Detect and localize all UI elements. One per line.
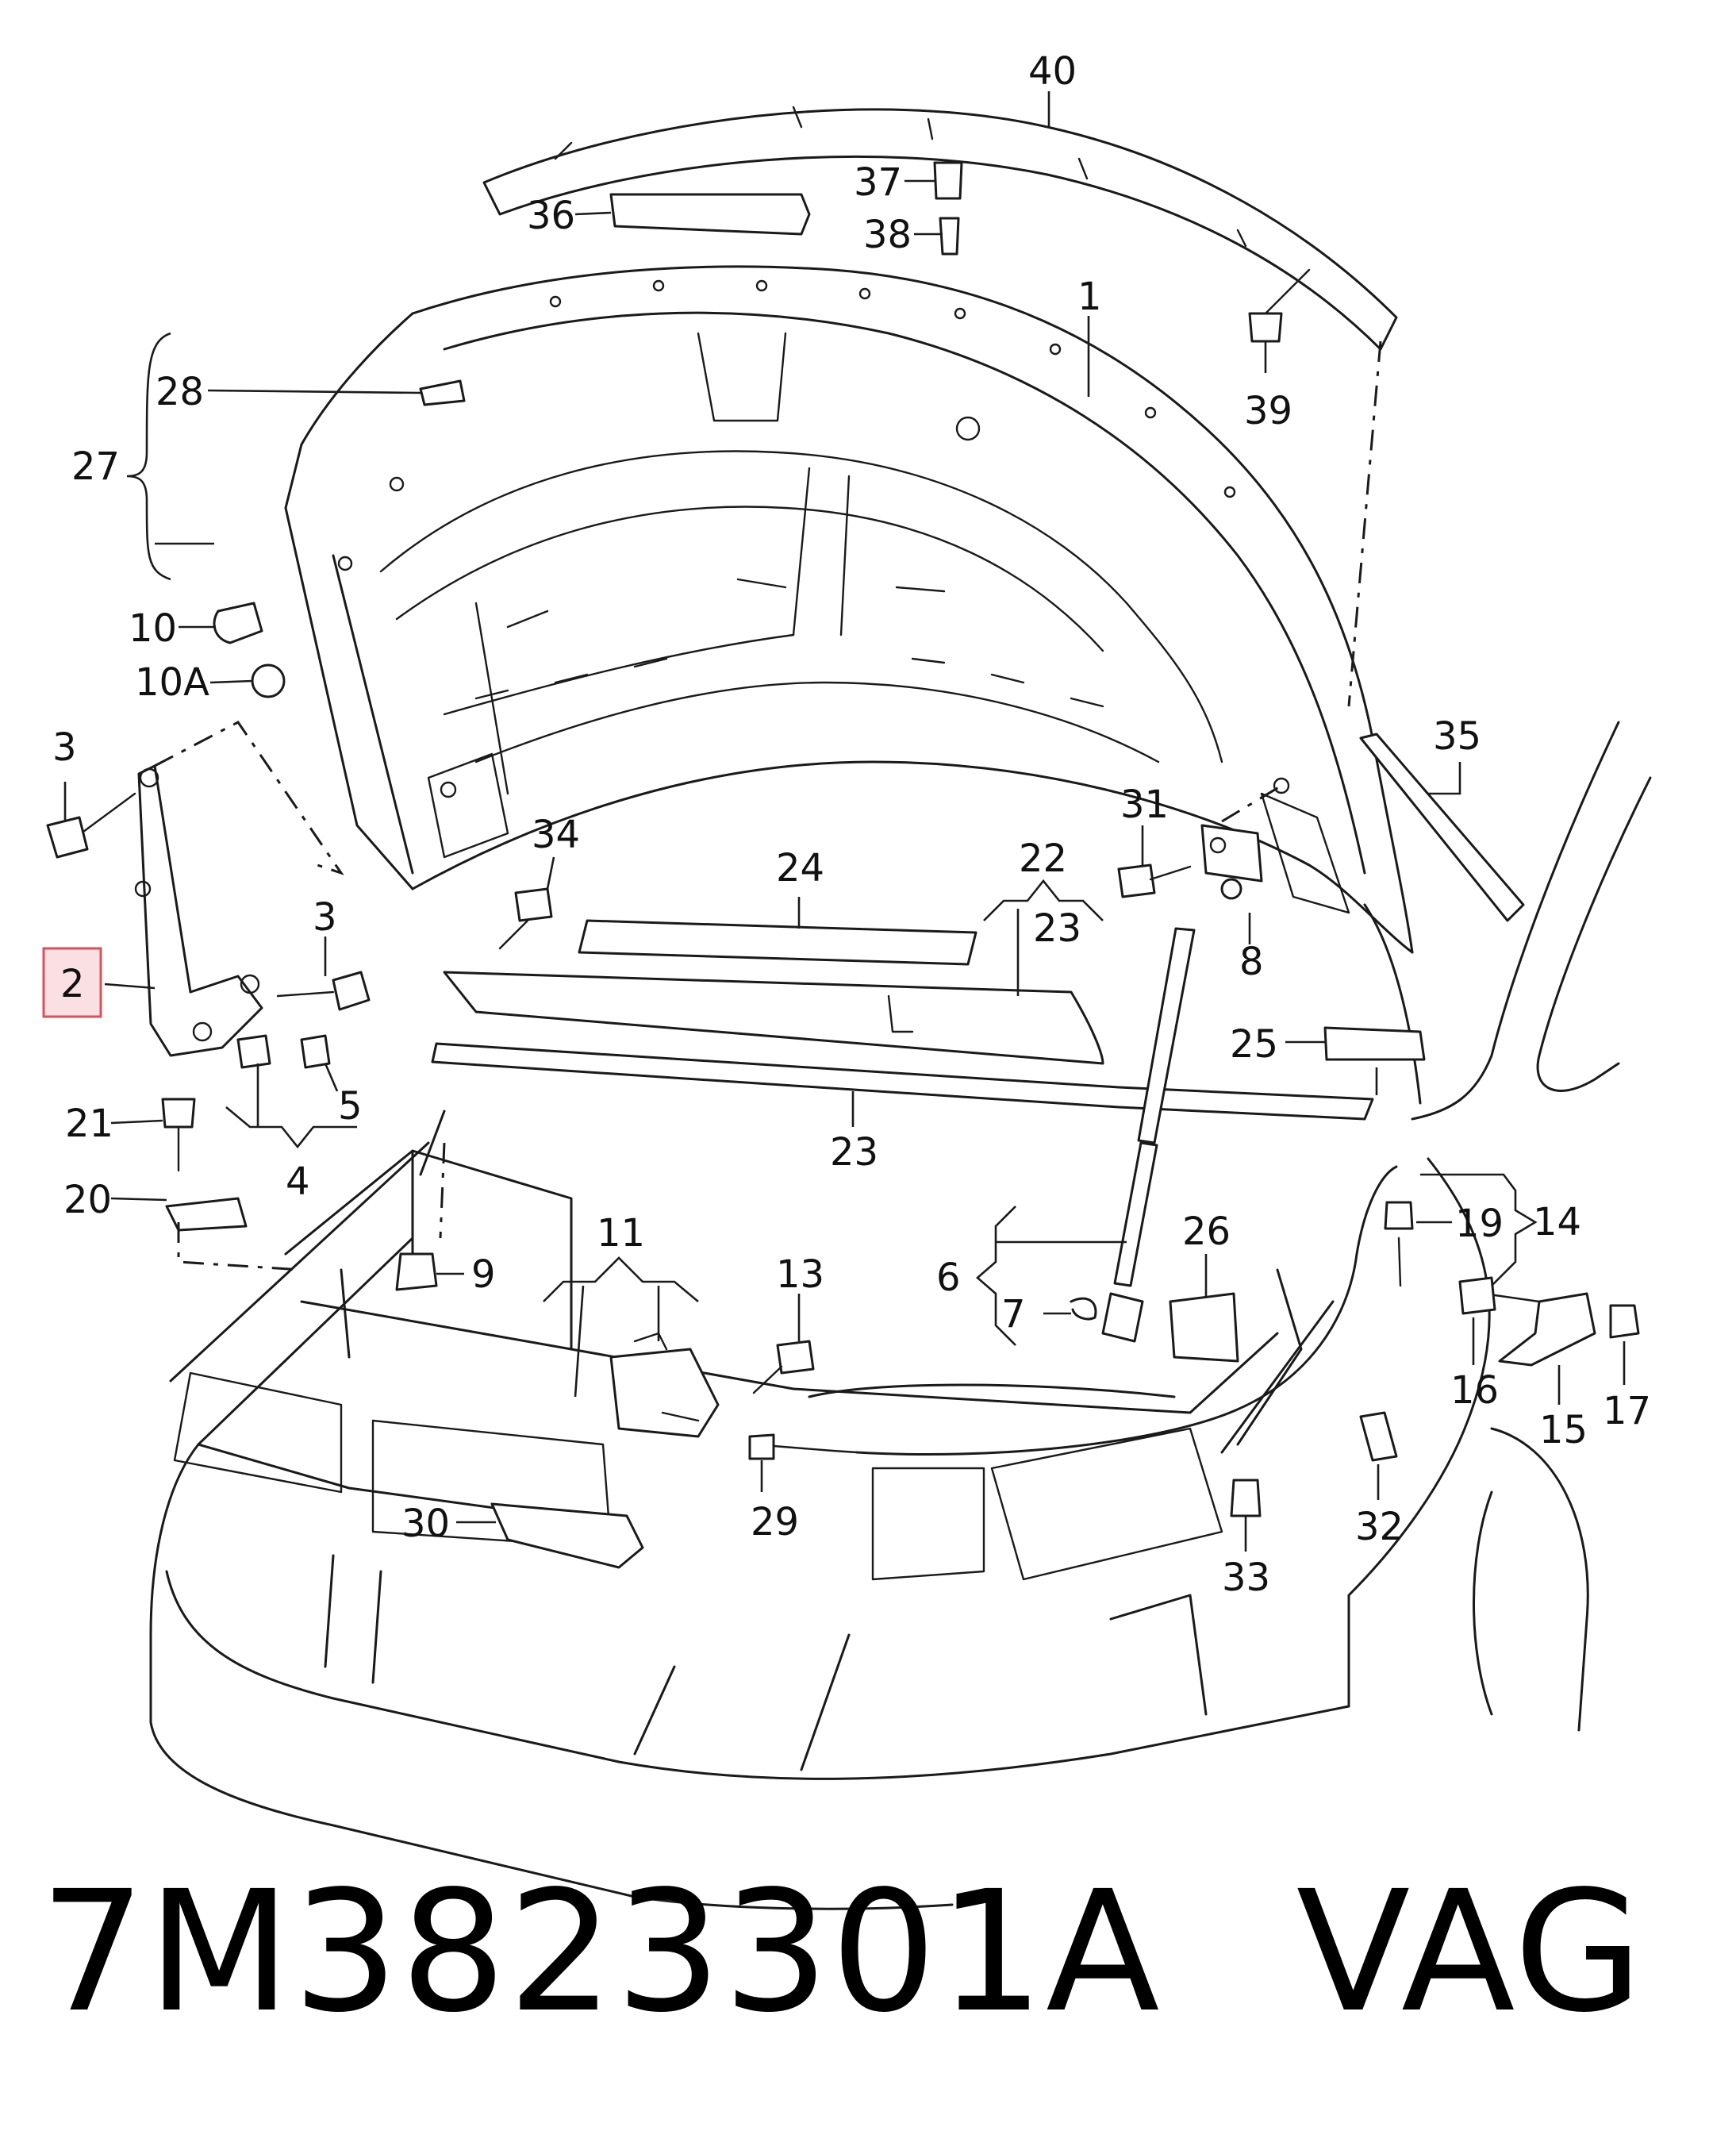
part-number: 7M3823301A bbox=[40, 1855, 1162, 2049]
part-33-sleeve bbox=[1230, 1479, 1262, 1517]
part-23-strip bbox=[431, 1042, 1374, 1121]
part-26-bracket bbox=[1169, 1292, 1239, 1363]
callout-9: 9 bbox=[471, 1252, 496, 1297]
callout-36: 36 bbox=[527, 194, 575, 238]
callout-32: 32 bbox=[1355, 1505, 1404, 1549]
callout-33: 33 bbox=[1222, 1556, 1270, 1600]
part-number-footer: 7M3823301A VAG bbox=[40, 1857, 1645, 2048]
part-38-screw bbox=[939, 217, 960, 256]
part-19-buffer bbox=[1384, 1201, 1414, 1287]
part-22-seal bbox=[443, 971, 1104, 1065]
callout-35: 35 bbox=[1433, 714, 1481, 759]
callout-10a: 10A bbox=[135, 660, 209, 705]
hinge-left-2 bbox=[46, 764, 371, 1069]
part-36-bracket bbox=[609, 193, 811, 236]
callout-1: 1 bbox=[1077, 275, 1102, 319]
callout-10: 10 bbox=[129, 606, 177, 651]
callout-25: 25 bbox=[1230, 1022, 1278, 1067]
callout-23-lower: 23 bbox=[830, 1130, 878, 1175]
part-10a-cap bbox=[251, 663, 286, 698]
callout-6: 6 bbox=[936, 1256, 961, 1300]
hood-panel bbox=[284, 265, 1414, 954]
callout-40: 40 bbox=[1028, 49, 1077, 94]
assembly-dash-lines bbox=[154, 340, 1382, 1271]
part-17-clip bbox=[1609, 1304, 1640, 1339]
part-10-buffer bbox=[213, 602, 263, 644]
part-32-clip bbox=[1359, 1411, 1398, 1462]
part-15-handle bbox=[1498, 1292, 1596, 1367]
lock-11 bbox=[609, 1332, 720, 1438]
callout-27: 27 bbox=[71, 444, 120, 489]
callout-13: 13 bbox=[776, 1252, 824, 1297]
part-39-screw bbox=[1248, 268, 1311, 343]
callout-31: 31 bbox=[1120, 783, 1169, 827]
callout-16: 16 bbox=[1450, 1368, 1499, 1413]
part-30-bracket bbox=[490, 1502, 644, 1569]
callout-4: 4 bbox=[286, 1160, 310, 1204]
callout-38: 38 bbox=[863, 213, 912, 257]
gas-strut-6 bbox=[1101, 927, 1196, 1343]
part-34-screw bbox=[498, 887, 553, 950]
part-13-bolt bbox=[752, 1340, 815, 1394]
part-7-clip bbox=[1070, 1297, 1097, 1321]
callout-21: 21 bbox=[65, 1102, 113, 1146]
callout-23-upper: 23 bbox=[1033, 906, 1081, 951]
callout-20: 20 bbox=[63, 1178, 112, 1222]
callout-3-upper: 3 bbox=[52, 725, 77, 770]
callout-29: 29 bbox=[751, 1500, 799, 1544]
highlight-box-part-2 bbox=[42, 947, 102, 1018]
callout-34: 34 bbox=[532, 813, 580, 857]
callout-24: 24 bbox=[776, 846, 824, 890]
part-28-clip bbox=[419, 379, 466, 406]
callout-8: 8 bbox=[1239, 940, 1264, 984]
hood-trim-strip-40 bbox=[482, 106, 1398, 351]
part-9-buffer bbox=[395, 1252, 438, 1291]
callout-17: 17 bbox=[1603, 1389, 1651, 1433]
car-front-body bbox=[149, 721, 1652, 1910]
part-24-seal bbox=[578, 919, 977, 966]
callout-22: 22 bbox=[1019, 836, 1067, 881]
part-35-strip bbox=[1359, 733, 1525, 922]
callout-labels: 40 36 37 38 39 1 28 27 10 10A 3 3 2 5 4 … bbox=[52, 49, 1651, 1600]
callout-2: 2 bbox=[60, 962, 85, 1006]
callout-26: 26 bbox=[1182, 1210, 1231, 1254]
callout-15: 15 bbox=[1539, 1408, 1588, 1452]
part-31-bolt bbox=[1117, 863, 1192, 898]
hinge-right bbox=[1200, 824, 1263, 883]
brand-name: VAG bbox=[1296, 1855, 1645, 2049]
callout-30: 30 bbox=[401, 1502, 450, 1546]
part-29-cable bbox=[748, 1165, 1398, 1460]
part-8-pin bbox=[1220, 878, 1242, 900]
callout-11: 11 bbox=[597, 1211, 645, 1256]
part-21-screw bbox=[161, 1098, 196, 1172]
callout-5: 5 bbox=[338, 1084, 363, 1129]
callout-28: 28 bbox=[156, 370, 204, 414]
callout-19: 19 bbox=[1455, 1202, 1504, 1246]
callout-14: 14 bbox=[1533, 1200, 1581, 1244]
part-16-screw bbox=[1458, 1276, 1541, 1315]
part-20-washer-bracket bbox=[165, 1197, 248, 1232]
callout-37: 37 bbox=[854, 160, 902, 205]
callout-39: 39 bbox=[1244, 389, 1292, 433]
callout-7: 7 bbox=[1001, 1292, 1026, 1336]
callout-leaders bbox=[63, 91, 1626, 1552]
part-25-bracket bbox=[1323, 1026, 1426, 1061]
part-37-clip bbox=[933, 161, 963, 200]
callout-3-lower: 3 bbox=[313, 895, 337, 940]
